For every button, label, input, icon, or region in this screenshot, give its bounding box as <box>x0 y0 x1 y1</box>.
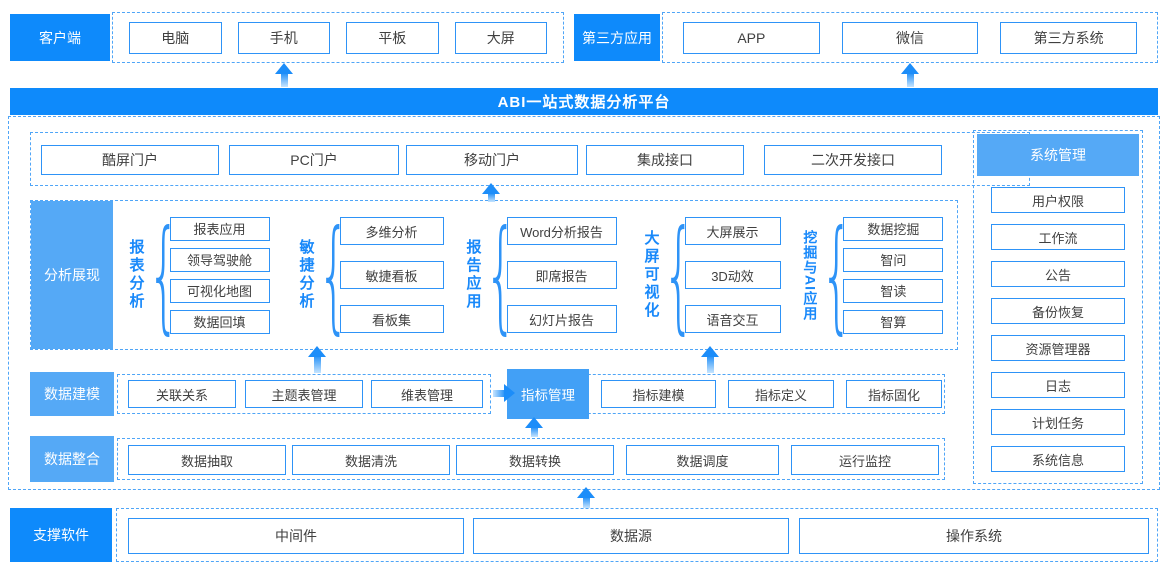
system-node: 系统信息 <box>991 446 1125 472</box>
metric-node: 指标定义 <box>728 380 834 408</box>
analysis-node: 即席报告 <box>506 261 617 289</box>
support-node: 中间件 <box>128 518 464 554</box>
brace-icon: { <box>147 203 180 347</box>
arrow-up-icon <box>482 183 500 202</box>
modeling-node: 主题表管理 <box>245 380 363 408</box>
analysis-node: 看板集 <box>339 305 444 333</box>
system-node: 公告 <box>991 261 1125 287</box>
integration-node: 数据转换 <box>456 445 614 475</box>
group-name: 报告应用 <box>464 239 482 311</box>
analysis-node: 数据回填 <box>169 309 270 334</box>
system-node: 计划任务 <box>991 409 1125 435</box>
support-group: 中间件 数据源 操作系统 <box>116 508 1158 562</box>
client-node: 平板 <box>346 21 439 54</box>
analysis-node: 领导驾驶舱 <box>169 247 270 272</box>
client-node: 电脑 <box>129 21 222 54</box>
support-node: 操作系统 <box>799 518 1149 554</box>
support-node: 数据源 <box>473 518 789 554</box>
system-label: 系统管理 <box>977 134 1139 176</box>
modeling-node: 关联关系 <box>128 380 236 408</box>
integration-node: 运行监控 <box>791 445 939 475</box>
group-name: 敏捷分析 <box>297 239 315 311</box>
analysis-node: Word分析报告 <box>506 217 617 245</box>
arrow-up-icon <box>525 417 543 437</box>
arrow-up-icon <box>901 63 919 87</box>
arrow-up-icon <box>701 346 719 373</box>
analysis-node: 幻灯片报告 <box>506 305 617 333</box>
analysis-group-reporting: 报告应用 { Word分析报告 即席报告 幻灯片报告 <box>464 201 617 349</box>
metric-node: 指标建模 <box>601 380 716 408</box>
metric-group: 指标建模 指标定义 指标固化 <box>518 374 945 414</box>
analysis-node: 敏捷看板 <box>339 261 444 289</box>
analysis-group-ai: 挖掘与AI应用 { 数据挖掘 智问 智读 智算 <box>802 201 944 349</box>
brace-icon: { <box>662 203 695 347</box>
analysis-group-agile: 敏捷分析 { 多维分析 敏捷看板 看板集 <box>297 201 444 349</box>
client-node: 手机 <box>237 21 330 54</box>
support-label: 支撑软件 <box>10 508 112 562</box>
group-name: 大屏可视化 <box>642 230 660 320</box>
portal-node: 移动门户 <box>406 145 578 175</box>
integration-node: 数据抽取 <box>128 445 286 475</box>
system-node: 用户权限 <box>991 187 1125 213</box>
integration-group: 数据抽取 数据清洗 数据转换 数据调度 运行监控 <box>117 438 945 480</box>
metric-node: 指标固化 <box>846 380 942 408</box>
analysis-group-report: 报表分析 { 报表应用 领导驾驶舱 可视化地图 数据回填 <box>127 201 270 349</box>
client-label: 客户端 <box>10 14 110 61</box>
analysis-node: 多维分析 <box>339 217 444 245</box>
brace-icon: { <box>821 203 854 347</box>
analysis-node: 语音交互 <box>684 305 781 333</box>
client-group: 电脑 手机 平板 大屏 <box>112 12 564 63</box>
integration-node: 数据清洗 <box>292 445 450 475</box>
modeling-group: 关联关系 主题表管理 维表管理 <box>117 374 491 414</box>
portal-row: 酷屏门户 PC门户 移动门户 集成接口 二次开发接口 <box>30 132 1030 186</box>
arrow-right-icon <box>493 384 515 402</box>
analysis-node: 智算 <box>843 309 944 334</box>
modeling-label: 数据建模 <box>30 372 114 416</box>
analysis-node: 3D动效 <box>684 261 781 289</box>
client-node: 大屏 <box>454 21 547 54</box>
analysis-node: 可视化地图 <box>169 278 270 303</box>
modeling-node: 维表管理 <box>371 380 483 408</box>
analysis-node: 智问 <box>843 247 944 272</box>
group-name: 挖掘与AI应用 <box>802 229 819 321</box>
third-party-label: 第三方应用 <box>574 14 660 61</box>
platform-banner: ABI一站式数据分析平台 <box>10 88 1158 115</box>
group-name: 报表分析 <box>127 239 145 311</box>
system-node: 日志 <box>991 372 1125 398</box>
system-node: 备份恢复 <box>991 298 1125 324</box>
third-party-node: 微信 <box>841 21 979 54</box>
system-node: 工作流 <box>991 224 1125 250</box>
analysis-group-bigscreen: 大屏可视化 { 大屏展示 3D动效 语音交互 <box>642 201 781 349</box>
integration-node: 数据调度 <box>626 445 779 475</box>
system-section: 系统管理 用户权限 工作流 公告 备份恢复 资源管理器 日志 计划任务 系统信息 <box>973 130 1143 484</box>
analysis-section: 分析展现 报表分析 { 报表应用 领导驾驶舱 可视化地图 数据回填 敏捷分析 {… <box>30 200 958 350</box>
analysis-label: 分析展现 <box>31 201 113 349</box>
portal-node: 二次开发接口 <box>764 145 942 175</box>
portal-node: PC门户 <box>229 145 399 175</box>
third-party-group: APP 微信 第三方系统 <box>662 12 1158 63</box>
portal-node: 集成接口 <box>586 145 744 175</box>
system-node: 资源管理器 <box>991 335 1125 361</box>
integration-label: 数据整合 <box>30 436 114 482</box>
analysis-node: 数据挖掘 <box>843 216 944 241</box>
third-party-node: 第三方系统 <box>1000 21 1138 54</box>
portal-node: 酷屏门户 <box>41 145 219 175</box>
arrow-up-icon <box>308 346 326 373</box>
analysis-node: 报表应用 <box>169 216 270 241</box>
brace-icon: { <box>317 203 350 347</box>
third-party-node: APP <box>683 21 820 54</box>
brace-icon: { <box>484 203 517 347</box>
arrow-up-icon <box>275 63 293 87</box>
analysis-node: 大屏展示 <box>684 217 781 245</box>
analysis-node: 智读 <box>843 278 944 303</box>
metric-label: 指标管理 <box>507 369 589 419</box>
arrow-up-icon <box>577 487 595 508</box>
